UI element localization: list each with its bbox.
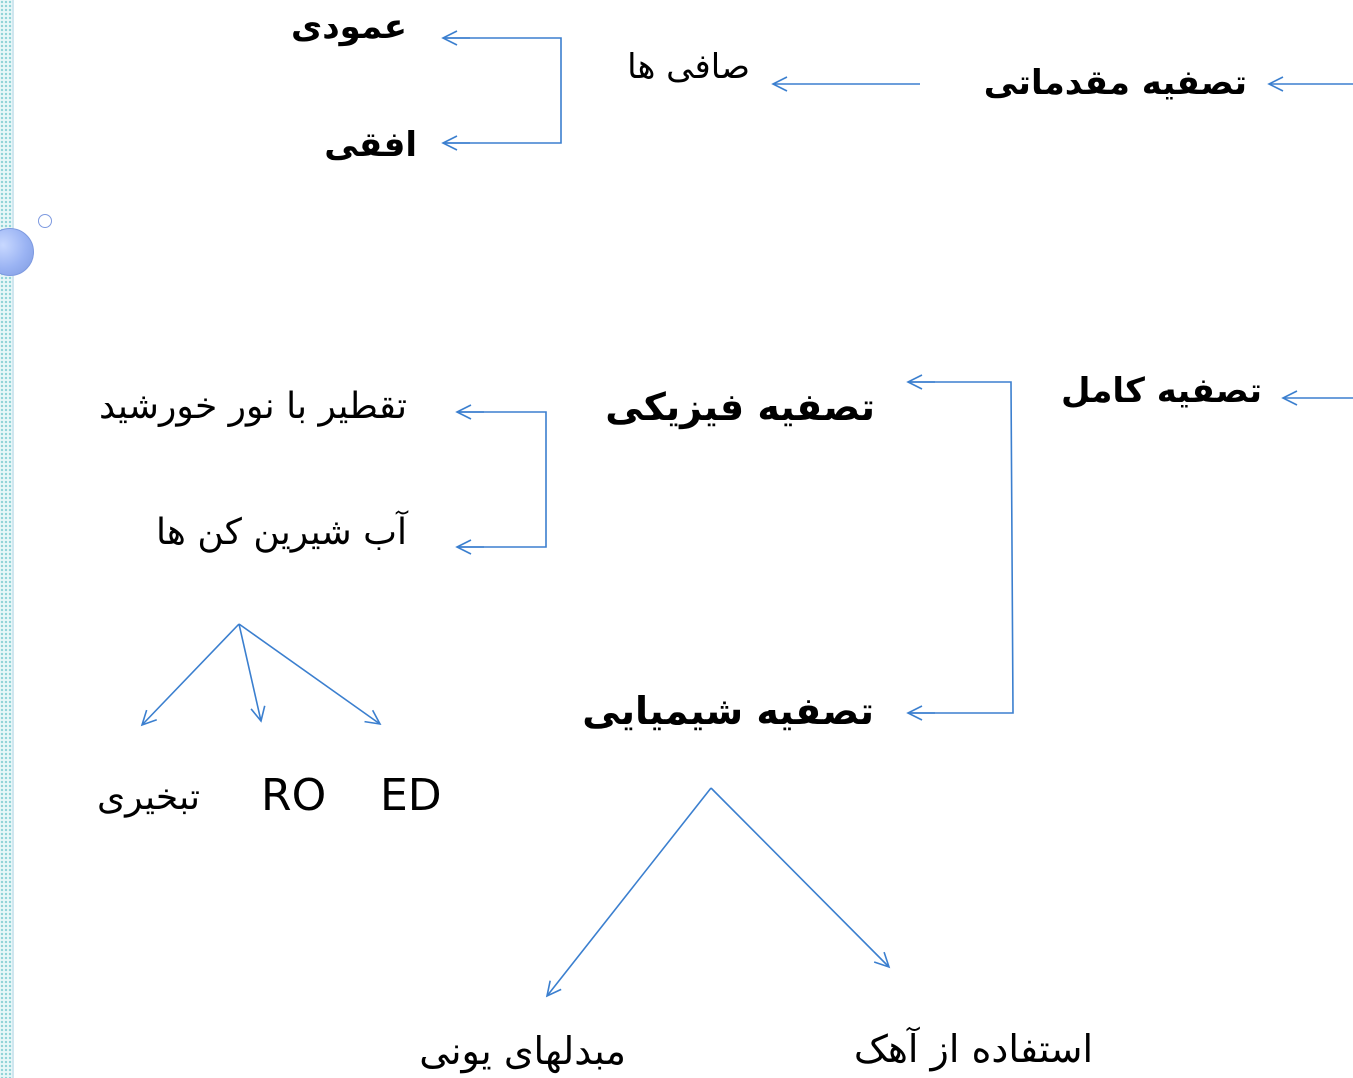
- node-ro: RO: [261, 770, 327, 821]
- node-physical-treatment: تصفیه فیزیکی: [605, 385, 875, 429]
- bracket-complete: [908, 381, 1014, 714]
- node-ion-exchangers: مبدلهای یونی: [419, 1029, 626, 1073]
- arrow-to-lime: [710, 787, 891, 969]
- arrow-to-ed: [238, 623, 382, 726]
- node-horizontal: افقی: [324, 125, 417, 165]
- node-chemical-treatment: تصفیه شیمیایی: [582, 689, 874, 733]
- node-evaporative: تبخیری: [96, 777, 200, 818]
- decorative-circle-small: [38, 214, 52, 228]
- node-vertical: عمودی: [291, 7, 407, 47]
- arrow-to-ion-exchangers: [545, 787, 712, 998]
- arrow-to-ro: [238, 623, 266, 723]
- node-ed: ED: [380, 770, 442, 821]
- arrow-to-evaporative: [140, 623, 240, 727]
- bracket-filters: [443, 37, 562, 144]
- node-preliminary-treatment: تصفیه مقدماتی: [983, 63, 1247, 103]
- bracket-physical: [457, 411, 547, 548]
- node-lime-usage: استفاده از آهک: [853, 1027, 1093, 1071]
- node-complete-treatment: تصفیه کامل: [1060, 371, 1262, 411]
- left-edge-line: [12, 0, 14, 1078]
- node-filters: صافی ها: [627, 47, 750, 87]
- node-solar-distillation: تقطیر با نور خورشید: [99, 386, 407, 427]
- node-desalinators: آب شیرین کن ها: [155, 512, 407, 553]
